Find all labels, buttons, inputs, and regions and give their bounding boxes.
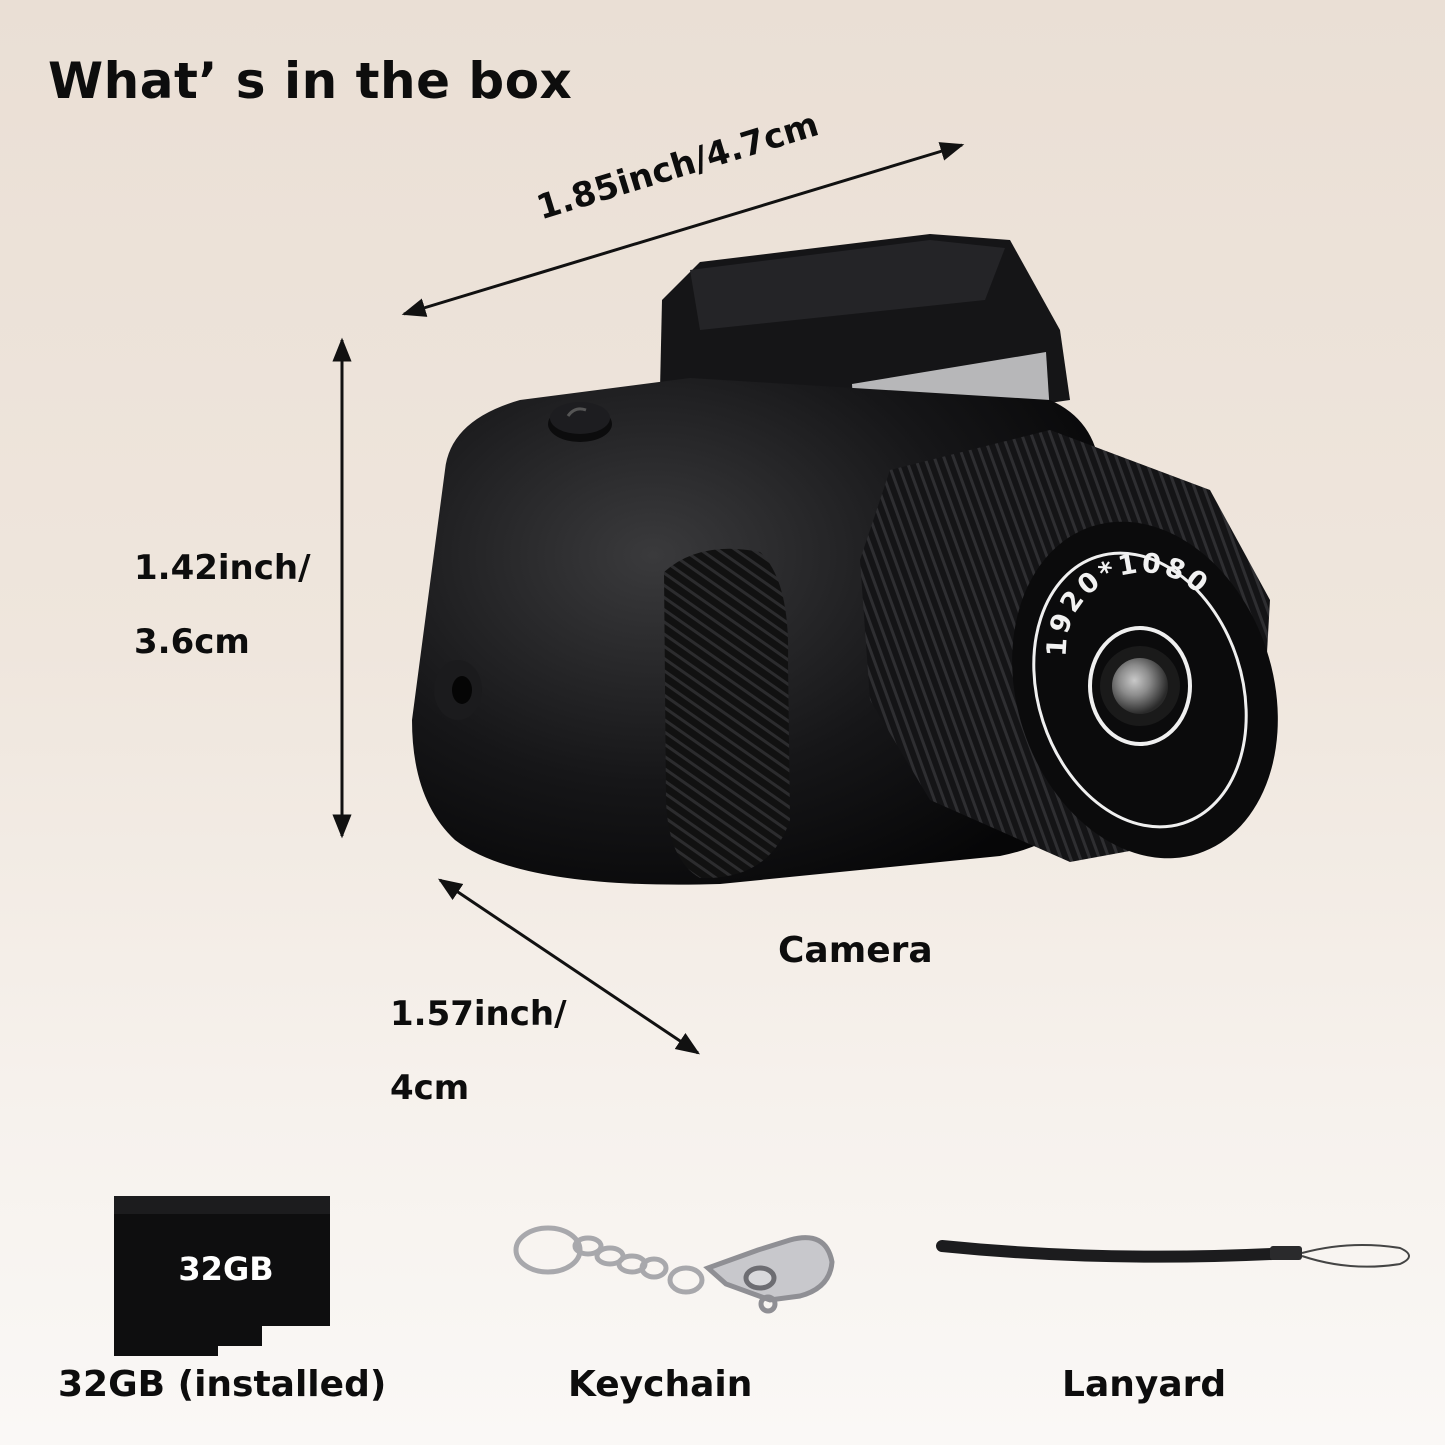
sd-card-caption: 32GB (installed) (58, 1364, 387, 1405)
height-dimension-label-line2: 3.6cm (134, 622, 250, 662)
page-title: What’ s in the box (48, 52, 573, 110)
height-dimension-label-line1: 1.42inch/ (134, 548, 311, 588)
camera-caption: Camera (778, 930, 933, 971)
sd-card-label: 32GB (178, 1250, 273, 1288)
depth-dimension-label-line1: 1.57inch/ (390, 994, 567, 1034)
width-arrow (401, 142, 965, 317)
sd-card-image (114, 1196, 330, 1356)
depth-arrow (438, 878, 700, 1055)
lanyard-caption: Lanyard (1062, 1364, 1227, 1405)
camera-image (412, 234, 1278, 885)
keychain-image (513, 1225, 835, 1314)
lanyard-image (936, 1240, 1410, 1268)
keychain-caption: Keychain (568, 1364, 753, 1405)
depth-dimension-label-line2: 4cm (390, 1068, 470, 1108)
